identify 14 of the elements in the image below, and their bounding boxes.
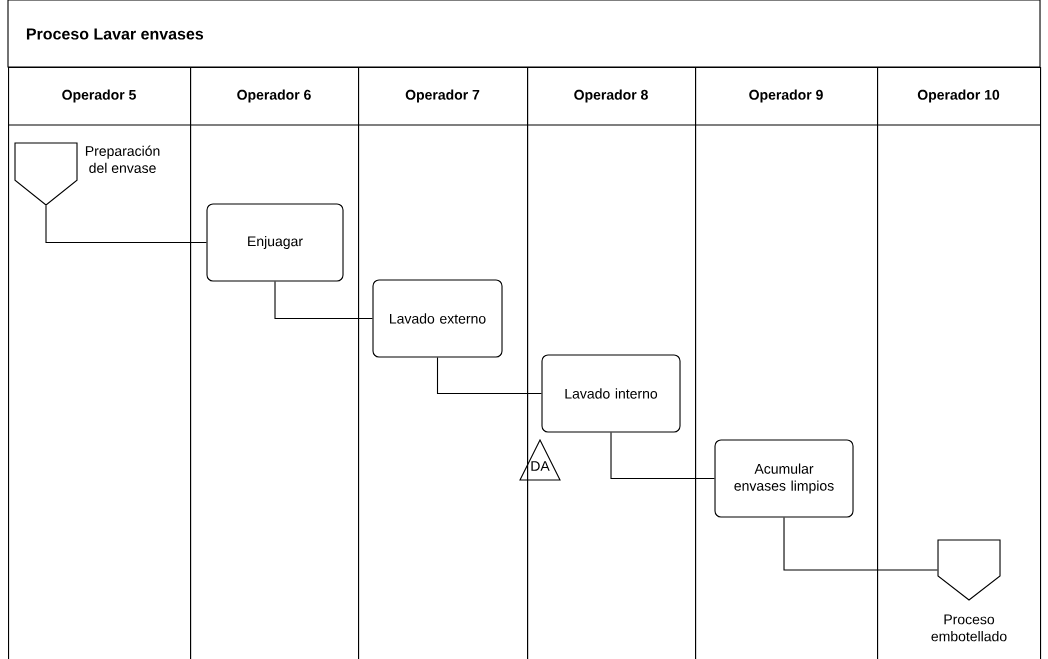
node-label: Proceso embotellado bbox=[931, 614, 1007, 642]
process-box: Lavado externo bbox=[372, 279, 503, 358]
connector-line bbox=[45, 205, 207, 244]
connector-line bbox=[436, 357, 542, 395]
title-band: Proceso Lavar envases bbox=[7, 0, 1041, 68]
offpage-connector: Proceso embotellado bbox=[931, 539, 1007, 642]
connector-line bbox=[783, 517, 938, 571]
process-box: Acumular envases limpios bbox=[714, 439, 854, 518]
node-label: Preparación del envase bbox=[85, 145, 160, 173]
connector-line bbox=[274, 281, 373, 320]
connector-line bbox=[610, 432, 715, 480]
offpage-connector: Preparación del envase bbox=[14, 142, 160, 206]
process-box: Lavado interno bbox=[541, 354, 681, 433]
process-box: Enjuagar bbox=[206, 203, 344, 282]
